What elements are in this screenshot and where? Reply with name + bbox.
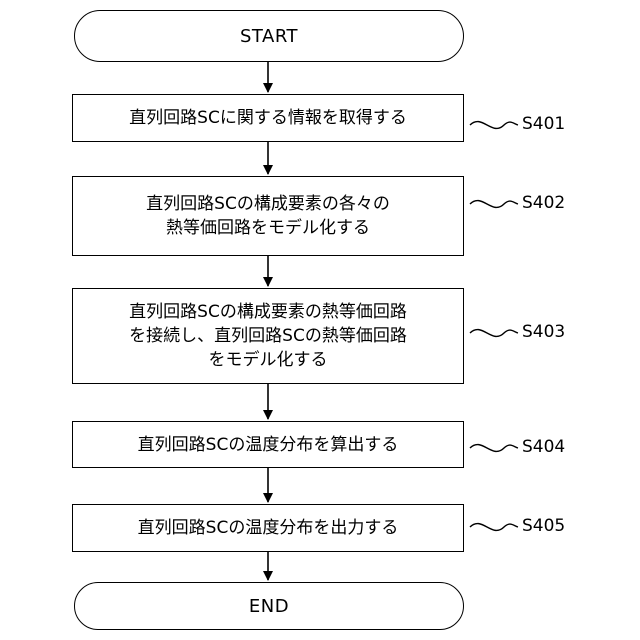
s404-text: 直列回路SCの温度分布を算出する [138,433,399,457]
leader-s402 [470,201,518,208]
s403-text-line-2: を接続し、直列回路SCの熱等価回路 [129,324,407,348]
start-label: START [240,26,298,47]
leader-s401 [470,122,518,129]
step-label-s401: S401 [522,114,565,134]
process-box-s403: 直列回路SCの構成要素の熱等価回路 を接続し、直列回路SCの熱等価回路 をモデル… [72,288,464,384]
process-box-s402: 直列回路SCの構成要素の各々の 熱等価回路をモデル化する [72,176,464,256]
s405-text: 直列回路SCの温度分布を出力する [138,516,399,540]
s403-text-line-3: をモデル化する [129,348,407,372]
s403-text-line-1: 直列回路SCの構成要素の熱等価回路 [129,300,407,324]
step-label-s405: S405 [522,516,565,536]
leader-s403 [470,330,518,337]
end-terminal: END [74,582,464,630]
process-box-s401: 直列回路SCに関する情報を取得する [72,94,464,142]
process-box-s404: 直列回路SCの温度分布を算出する [72,421,464,468]
s401-text: 直列回路SCに関する情報を取得する [129,106,407,130]
leader-s405 [470,524,518,531]
leader-s404 [470,445,518,452]
process-box-s405: 直列回路SCの温度分布を出力する [72,504,464,552]
end-label: END [249,596,289,617]
step-label-s404: S404 [522,437,565,457]
s402-text-line-1: 直列回路SCの構成要素の各々の [146,192,390,216]
s402-text-line-2: 熱等価回路をモデル化する [146,216,390,240]
start-terminal: START [74,10,464,62]
step-label-s402: S402 [522,193,565,213]
step-label-s403: S403 [522,322,565,342]
